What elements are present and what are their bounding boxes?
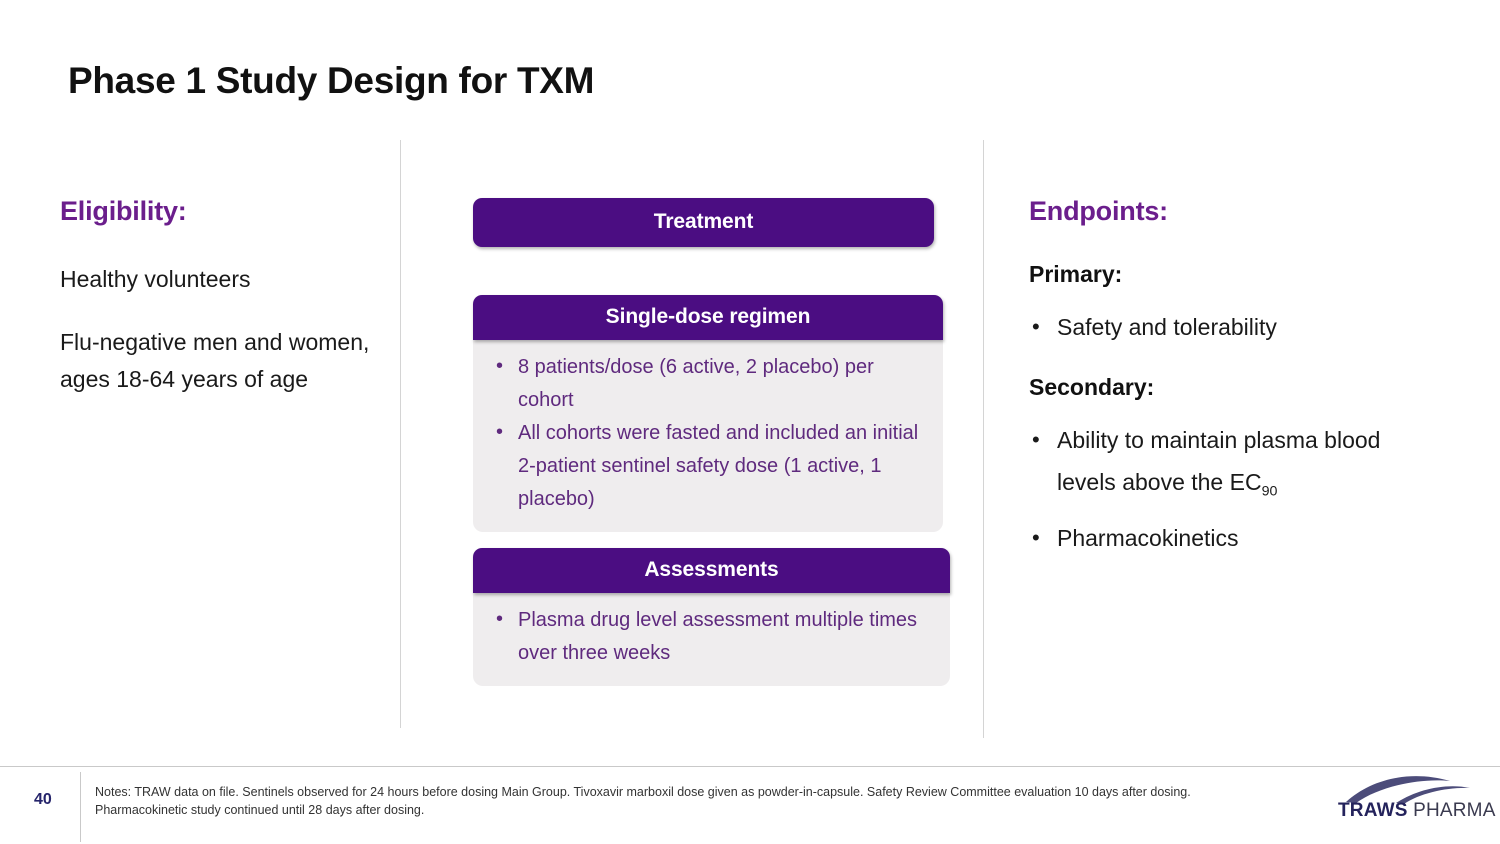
page-title: Phase 1 Study Design for TXM (68, 60, 595, 101)
logo-wordmark: TRAWS PHARMA (1338, 800, 1495, 822)
list-item: All cohorts were fasted and included an … (491, 416, 925, 516)
eligibility-column: Eligibility: Healthy volunteers Flu-nega… (60, 196, 380, 424)
single-dose-regimen-body: 8 patients/dose (6 active, 2 placebo) pe… (473, 340, 943, 532)
footer-divider (0, 766, 1500, 767)
assessments-list: Plasma drug level assessment multiple ti… (491, 603, 932, 670)
page-number: 40 (34, 791, 52, 808)
logo-primary-text: TRAWS (1338, 800, 1408, 821)
endpoints-heading: Endpoints: (1029, 196, 1168, 226)
list-item: 8 patients/dose (6 active, 2 placebo) pe… (491, 350, 925, 417)
assessments-body: Plasma drug level assessment multiple ti… (473, 593, 950, 686)
footer-notes: Notes: TRAW data on file. Sentinels obse… (95, 785, 1191, 817)
single-dose-regimen-block: Single-dose regimen 8 patients/dose (6 a… (473, 295, 943, 532)
column-divider-right (983, 140, 984, 738)
list-item: Ability to maintain plasma blood levels … (1029, 419, 1429, 513)
secondary-endpoints-label: Secondary: (1029, 374, 1155, 400)
list-item: Safety and tolerability (1029, 306, 1429, 348)
primary-endpoints-label: Primary: (1029, 261, 1123, 287)
single-dose-regimen-list: 8 patients/dose (6 active, 2 placebo) pe… (491, 350, 925, 516)
eligibility-heading: Eligibility: (60, 196, 187, 226)
list-item: Plasma drug level assessment multiple ti… (491, 603, 932, 670)
list-item: Pharmacokinetics (1029, 517, 1429, 559)
traws-pharma-logo: TRAWS PHARMA (1338, 772, 1495, 834)
eligibility-paragraph: Flu-negative men and women, ages 18-64 y… (60, 329, 370, 392)
column-divider-left (400, 140, 401, 728)
logo-swoosh-icon (1346, 776, 1470, 804)
footer-vertical-divider (80, 772, 81, 842)
logo-secondary-text: PHARMA (1407, 800, 1496, 821)
secondary-endpoints-list: Ability to maintain plasma blood levels … (1029, 419, 1429, 559)
assessments-block: Assessments Plasma drug level assessment… (473, 548, 950, 686)
eligibility-paragraph: Healthy volunteers (60, 266, 251, 292)
assessments-header: Assessments (473, 548, 950, 593)
single-dose-regimen-header: Single-dose regimen (473, 295, 943, 340)
treatment-title-banner: Treatment (473, 198, 934, 247)
endpoints-column: Endpoints: Primary: Safety and tolerabil… (1029, 196, 1429, 589)
treatment-column: Treatment Single-dose regimen 8 patients… (473, 198, 950, 702)
primary-endpoints-list: Safety and tolerability (1029, 306, 1429, 348)
